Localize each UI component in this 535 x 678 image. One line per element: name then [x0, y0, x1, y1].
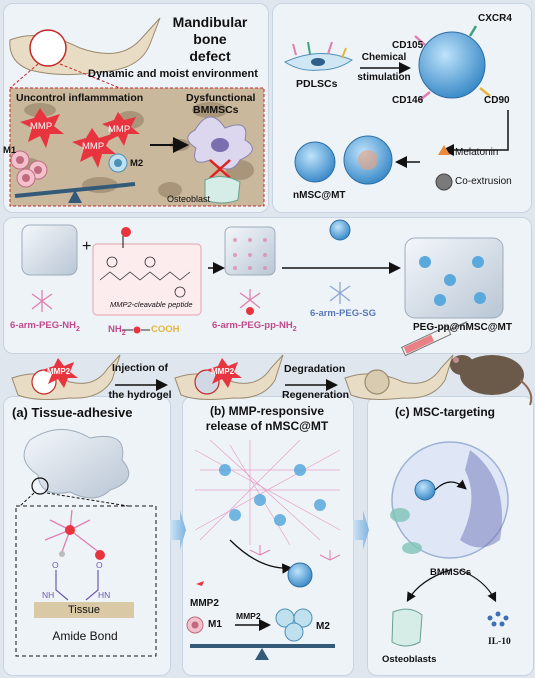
cooh-label: COOH: [151, 324, 180, 335]
panel-b-title-2: release of nMSC@MT: [205, 419, 329, 433]
plus-sign: +: [82, 238, 92, 255]
peg-sg-label: 6-arm-PEG-SG: [310, 308, 376, 319]
peg-pp-nh2-label: 6-arm-PEG-pp-NH2: [212, 320, 297, 333]
nh2-label: NH2: [108, 324, 126, 337]
panel-b-m2-label: M2: [316, 621, 330, 632]
bmmscs-c-label: BMMSCs: [430, 567, 472, 578]
osteoblast-label: Osteoblast: [167, 194, 211, 204]
regeneration-label: Regeneration: [282, 389, 350, 401]
m1-label: M1: [3, 145, 17, 156]
mmp-label-2: MMP: [82, 141, 105, 152]
peg-pp-nh2-sub: 2: [292, 325, 297, 333]
mmp2-flow-label-2: MMP2: [211, 367, 235, 376]
peg-pp-nh2-text: 6-arm-PEG-pp-NH: [212, 320, 293, 331]
tissue-label: Tissue: [68, 604, 100, 616]
cxcr4-label: CXCR4: [478, 13, 512, 24]
cd146-label: CD146: [392, 95, 424, 106]
dysfunctional-label: Dysfunctional: [186, 92, 256, 104]
panel-b-mmp2-label: MMP2: [190, 598, 219, 609]
panel-a-title: (a) Tissue-adhesive: [12, 405, 133, 420]
pdlscs-label: PDLSCs: [296, 78, 338, 90]
melatonin-label: Melatonin: [455, 147, 499, 158]
title-bone: bone: [193, 31, 227, 47]
nh-label: NH: [42, 590, 55, 600]
amide-bond-label: Amide Bond: [52, 629, 118, 643]
panel-c-title: (c) MSC-targeting: [395, 405, 495, 419]
osteoblasts-c-label: Osteoblasts: [382, 654, 437, 665]
hn-label: HN: [98, 590, 111, 600]
chemical-label: Chemical: [361, 52, 407, 63]
uncontrol-label: Uncontrol inflammmation: [16, 92, 144, 104]
peg-nh2-label: 6-arm-PEG-NH2: [10, 320, 80, 333]
cd90-label: CD90: [484, 95, 510, 106]
nmsc-mt-label: nMSC@MT: [293, 190, 346, 201]
title-mandibular: Mandibular: [172, 14, 248, 30]
injection-label: Injection of: [112, 362, 168, 374]
final-hydrogel-label: PEG-pp@nMSC@MT: [413, 322, 512, 333]
mmp-label-1: MMP: [30, 121, 53, 132]
stimulation-label: stimulation: [357, 72, 411, 83]
peg-nh2-text: 6-arm-PEG-NH: [10, 320, 76, 331]
degradation-label: Degradation: [284, 363, 346, 375]
nh2-text: NH: [108, 324, 122, 335]
o-label-1: O: [52, 560, 59, 570]
peg-nh2-sub: 2: [76, 325, 80, 333]
mmp-label-3: MMP: [108, 124, 131, 135]
o-label-2: O: [96, 560, 103, 570]
title-defect: defect: [189, 48, 231, 64]
nh2-sub: 2: [121, 329, 126, 337]
il10-c-label: IL-10: [488, 637, 511, 647]
m2-label: M2: [130, 158, 144, 169]
coextrusion-label: Co-extrusion: [455, 176, 512, 187]
bmmscs-label: BMMSCs: [193, 104, 239, 116]
peptide-label: MMP2-cleavable peptide: [110, 300, 193, 309]
panel-b-m1-label: M1: [208, 619, 222, 630]
environment-label: Dynamic and moist environment: [88, 68, 258, 80]
cd105-label: CD105: [392, 40, 424, 51]
hydrogel-label: the hydrogel: [108, 389, 172, 401]
panel-b-title-1: (b) MMP-responsive: [209, 404, 324, 418]
panel-b-mmp2-arrow-label: MMP2: [236, 611, 261, 621]
mmp2-flow-label-1: MMP2: [47, 367, 71, 376]
